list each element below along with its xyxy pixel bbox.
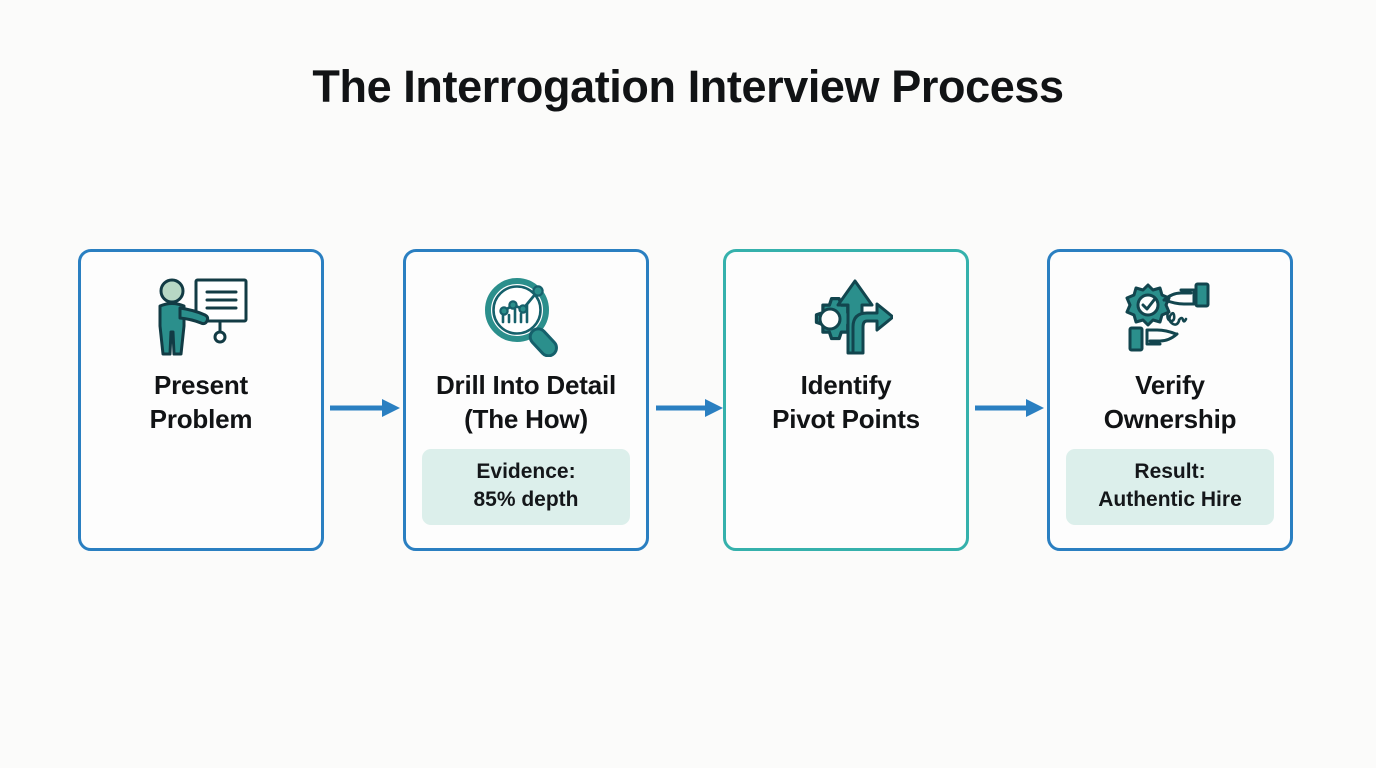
step-card-identify-pivot-points[interactable]: Identify Pivot Points: [723, 249, 969, 551]
step-title-line2: Pivot Points: [772, 404, 920, 435]
arrow-step3-to-step4: [975, 397, 1045, 419]
step-title: Drill Into Detail (The How): [414, 368, 638, 437]
step-title-line1: Identify: [800, 370, 892, 400]
step-title: Present Problem: [89, 368, 313, 437]
step-title-line1: Drill Into Detail: [435, 370, 617, 400]
magnifier-chart-icon: [474, 274, 578, 358]
step-title: Identify Pivot Points: [734, 368, 958, 437]
page-title: The Interrogation Interview Process: [312, 61, 1064, 112]
step-title-line2: Ownership: [1103, 404, 1237, 435]
arrow-step2-to-step3: [656, 397, 724, 419]
badge-label: Evidence:: [476, 459, 576, 483]
step-title-line1: Present: [154, 370, 248, 400]
step-title: Verify Ownership: [1058, 368, 1282, 437]
badge-value: 85% depth: [473, 487, 579, 511]
step-title-line2: (The How): [464, 404, 588, 435]
process-flow-row: Present Problem: [78, 249, 1299, 557]
step-card-present-problem[interactable]: Present Problem: [78, 249, 324, 551]
step-card-drill-into-detail[interactable]: Drill Into Detail (The How) Evidence: 85…: [403, 249, 649, 551]
step-badge-evidence: Evidence: 85% depth: [422, 448, 630, 525]
badge-value: Authentic Hire: [1098, 487, 1242, 511]
step-card-verify-ownership[interactable]: Verify Ownership Result: Authentic Hire: [1047, 249, 1293, 551]
step-badge-result: Result: Authentic Hire: [1066, 448, 1274, 525]
presenter-whiteboard-icon: [149, 274, 253, 358]
arrow-step1-to-step2: [330, 397, 401, 419]
gear-branching-arrows-icon: [794, 274, 898, 358]
badge-label: Result:: [1134, 459, 1206, 483]
step-title-line1: Verify: [1135, 370, 1205, 400]
step-title-line2: Problem: [149, 404, 253, 435]
hands-certificate-seal-icon: [1118, 274, 1222, 358]
